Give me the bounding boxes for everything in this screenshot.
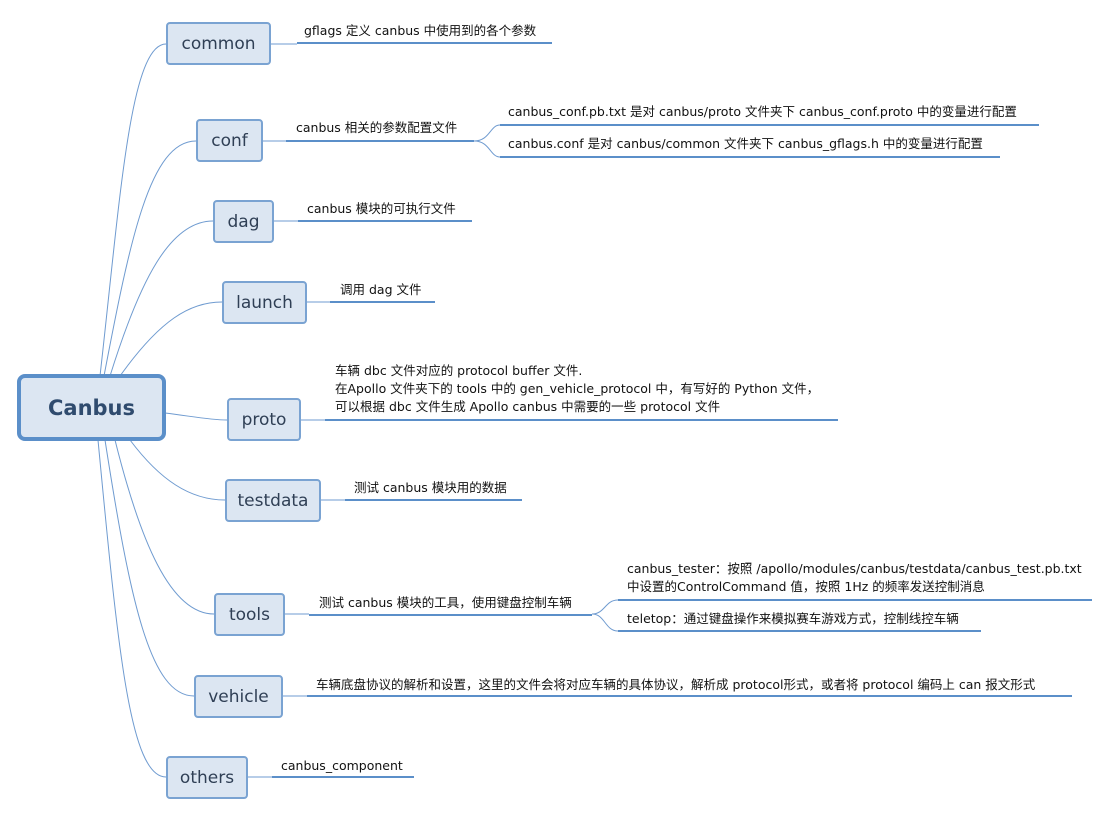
underline-conf-child-2 (500, 156, 1000, 158)
underline-vehicle (307, 695, 1072, 697)
note-conf-child-2: canbus.conf 是对 canbus/common 文件夹下 canbus… (508, 136, 983, 151)
note-vehicle: 车辆底盘协议的解析和设置，这里的文件会将对应车辆的具体协议，解析成 protoc… (316, 677, 1036, 692)
underline-testdata (345, 499, 522, 501)
underline-proto (325, 419, 838, 421)
root-node-canbus[interactable]: Canbus (17, 374, 166, 441)
node-common[interactable]: common (166, 22, 271, 65)
underline-conf (286, 140, 474, 142)
node-dag[interactable]: dag (213, 200, 274, 243)
underline-common (297, 42, 552, 44)
underline-tools (309, 614, 592, 616)
note-testdata: 测试 canbus 模块用的数据 (354, 480, 507, 495)
note-tools: 测试 canbus 模块的工具，使用键盘控制车辆 (319, 595, 572, 610)
note-conf-child-1: canbus_conf.pb.txt 是对 canbus/proto 文件夹下 … (508, 104, 1017, 119)
node-conf[interactable]: conf (196, 119, 263, 162)
note-proto-line-1: 车辆 dbc 文件对应的 protocol buffer 文件. (335, 363, 583, 378)
node-tools[interactable]: tools (214, 593, 285, 636)
node-vehicle[interactable]: vehicle (194, 675, 283, 718)
note-launch: 调用 dag 文件 (340, 282, 422, 297)
note-others: canbus_component (281, 758, 403, 773)
underline-launch (330, 301, 435, 303)
note-dag: canbus 模块的可执行文件 (307, 201, 456, 216)
node-launch[interactable]: launch (222, 281, 307, 324)
note-tools-child-1-line-2: 中设置的ControlCommand 值，按照 1Hz 的频率发送控制消息 (627, 579, 985, 594)
underline-dag (298, 220, 472, 222)
node-testdata[interactable]: testdata (225, 479, 321, 522)
note-proto-line-2: 在Apollo 文件夹下的 tools 中的 gen_vehicle_proto… (335, 381, 820, 396)
underline-tools-child-1 (618, 599, 1092, 601)
note-tools-child-1-line-1: canbus_tester：按照 /apollo/modules/canbus/… (627, 561, 1082, 576)
node-proto[interactable]: proto (227, 398, 301, 441)
node-others[interactable]: others (166, 756, 248, 799)
underline-tools-child-2 (618, 630, 981, 632)
note-tools-child-2: teletop：通过键盘操作来模拟赛车游戏方式，控制线控车辆 (627, 611, 959, 626)
note-proto-line-3: 可以根据 dbc 文件生成 Apollo canbus 中需要的一些 proto… (335, 399, 721, 414)
note-common: gflags 定义 canbus 中使用到的各个参数 (304, 23, 537, 38)
note-conf: canbus 相关的参数配置文件 (296, 120, 458, 135)
underline-others (272, 776, 414, 778)
underline-conf-child-1 (500, 124, 1039, 126)
